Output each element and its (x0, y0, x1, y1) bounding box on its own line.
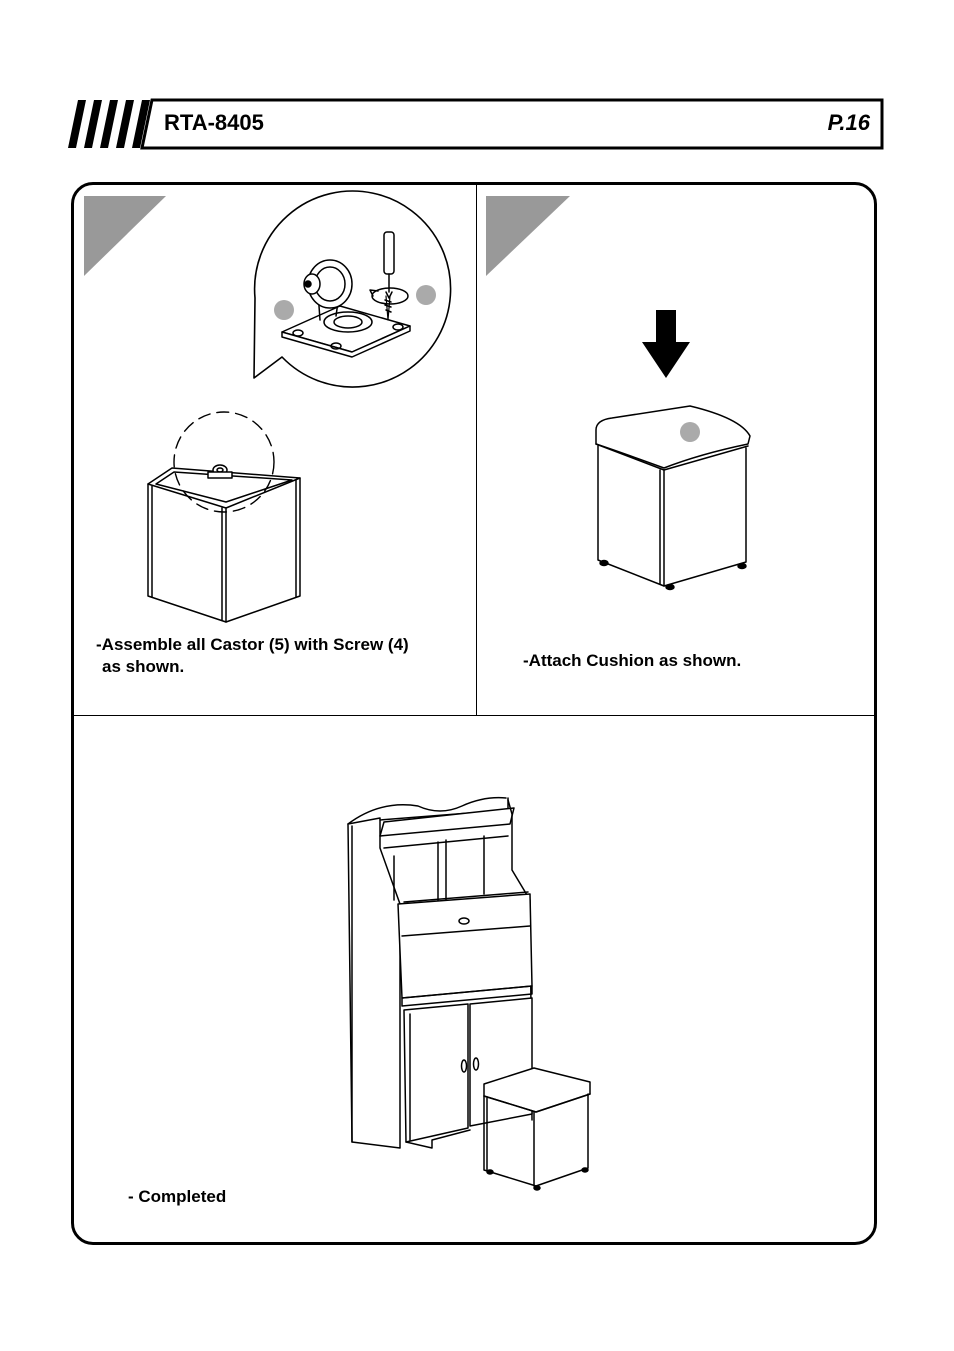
screwdriver-icon (383, 231, 395, 299)
cushion-stool-icon (595, 405, 751, 591)
step-1-marker (84, 196, 166, 276)
header-stripes-icon (68, 98, 884, 150)
step-1-caption: -Assemble all Castor (5) with Screw (4) … (96, 634, 409, 678)
stool-box-icon (147, 411, 301, 623)
vertical-divider (476, 185, 477, 715)
step-1-caption-line-1: -Assemble all Castor (5) with Screw (4) (96, 635, 409, 654)
page-header: RTA-8405 P.16 (68, 98, 884, 150)
screw-icon (369, 287, 409, 321)
instruction-frame (71, 182, 877, 1245)
step-1-caption-line-2: as shown. (102, 657, 185, 676)
horizontal-divider (74, 715, 874, 716)
completed-caption: - Completed (128, 1187, 227, 1206)
desk-cabinet-icon (347, 796, 533, 1149)
step-2-marker (486, 196, 570, 276)
castor-detail-callout (253, 190, 452, 388)
step-2-caption: -Attach Cushion as shown. (523, 651, 742, 670)
page-number: P.16 (827, 110, 870, 135)
model-number: RTA-8405 (164, 110, 264, 135)
castor-icon (281, 259, 411, 358)
down-arrow-icon (642, 310, 690, 378)
stool-icon (483, 1067, 591, 1191)
